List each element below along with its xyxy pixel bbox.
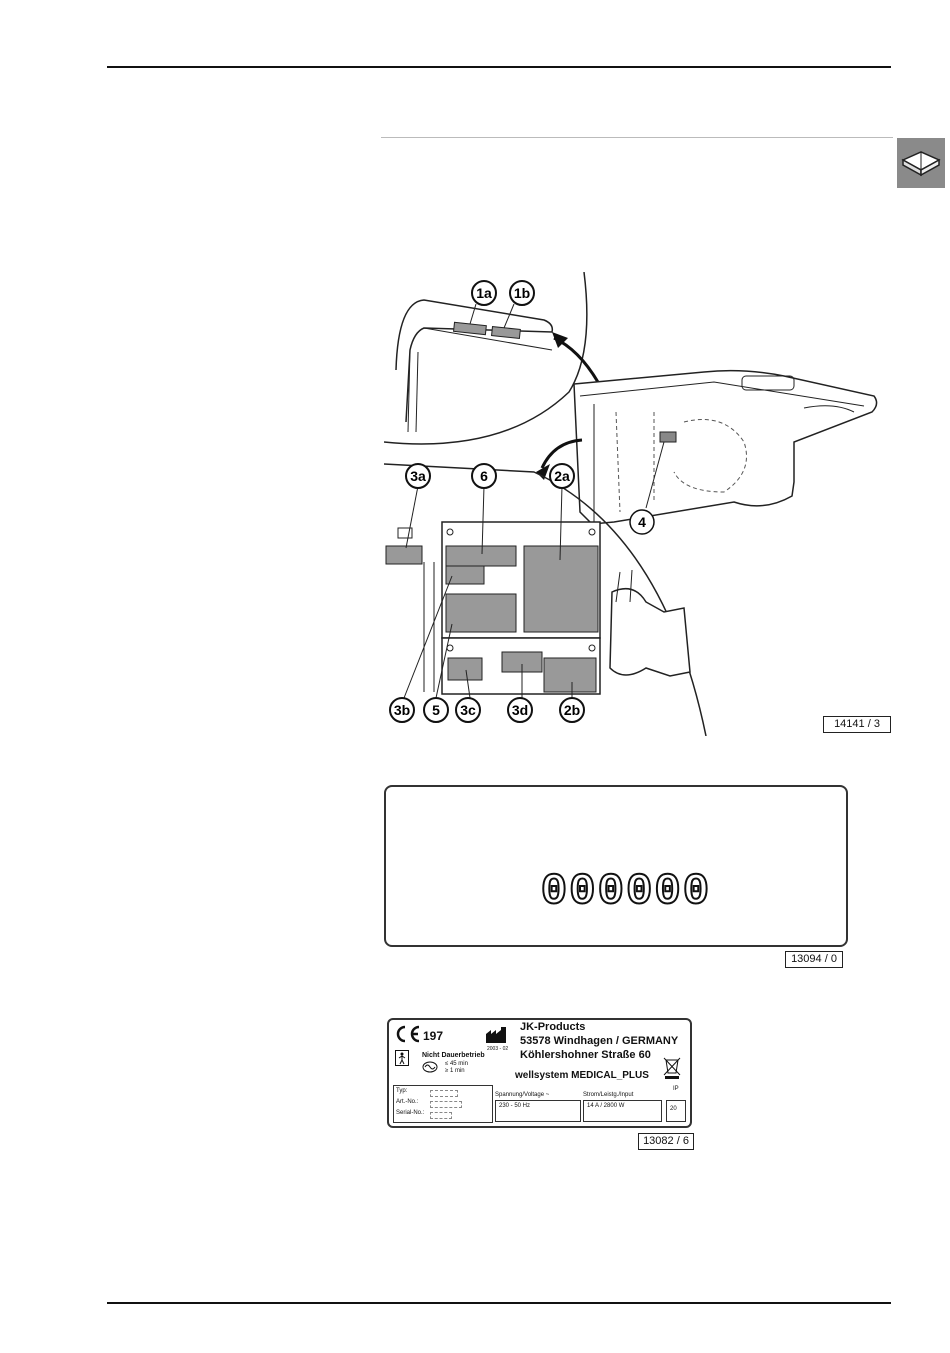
art-placeholder [430, 1101, 462, 1108]
callout-1b: 1b [508, 279, 536, 312]
svg-text:3c: 3c [460, 702, 476, 718]
callout-6: 6 [470, 462, 498, 495]
header-rule [107, 66, 891, 68]
typ-art-serial-box: Typ: Art.-No.: Serial-No.: [393, 1085, 493, 1123]
callout-3a: 3a [404, 462, 432, 495]
serial-placeholder [430, 1112, 452, 1119]
callout-1a: 1a [470, 279, 498, 312]
svg-text:3a: 3a [410, 468, 426, 484]
bodyfloat-type-icon [395, 1050, 409, 1066]
address-line1: 53578 Windhagen / GERMANY [520, 1035, 679, 1047]
device-illustration [383, 271, 878, 737]
ce-mark-icon [396, 1025, 420, 1043]
type-plate: 197 2003 - 02 JK-Products 53578 Windhage… [387, 1018, 692, 1128]
ip-box: 20 [666, 1100, 686, 1122]
figure-label-locations: 1a 1b 2a 3a 6 4 3b 5 3c 3d 2b [383, 271, 896, 737]
serial-digits: 000000 [540, 866, 712, 918]
intermittent-operation-icon [422, 1061, 438, 1073]
weee-bin-icon [663, 1057, 681, 1079]
current-label: Strom/Leistg./Input [583, 1092, 634, 1098]
manufacturer-icon [486, 1027, 506, 1043]
nicht-dauerbetrieb: Nicht Dauerbetrieb [422, 1052, 485, 1059]
svg-text:5: 5 [432, 702, 440, 718]
date-code: 2003 - 02 [487, 1046, 509, 1052]
duty-off-time: ≥ 1 min [445, 1068, 465, 1074]
ip-value: 20 [670, 1106, 677, 1112]
figure-ref-13082: 13082 / 6 [638, 1133, 694, 1150]
product-name: wellsystem MEDICAL_PLUS [515, 1070, 649, 1081]
voltage-label: Spannung/Voltage ~ [495, 1092, 550, 1098]
serial-no-label: Serial-No.: [396, 1110, 425, 1116]
duty-on-time: ≤ 45 min [445, 1061, 468, 1067]
callout-4: 4 [628, 508, 656, 541]
svg-text:4: 4 [638, 514, 646, 530]
address-line2: Köhlershohner Straße 60 [520, 1049, 651, 1061]
figure-ref-14141: 14141 / 3 [823, 716, 891, 733]
current-box: 14 A / 2800 W [583, 1100, 662, 1122]
callout-2b: 2b [558, 696, 586, 729]
ce-number: 197 [423, 1029, 443, 1043]
svg-text:1b: 1b [514, 285, 530, 301]
section-rule [381, 137, 893, 138]
footer-rule [107, 1302, 891, 1304]
art-no-label: Art.-No.: [396, 1099, 419, 1105]
callout-3c: 3c [454, 696, 482, 729]
svg-text:3d: 3d [512, 702, 528, 718]
svg-text:3b: 3b [394, 702, 410, 718]
voltage-value: 230 - 50 Hz [499, 1103, 531, 1109]
voltage-box: 230 - 50 Hz [495, 1100, 581, 1122]
svg-text:2b: 2b [564, 702, 580, 718]
callout-3b: 3b [388, 696, 416, 729]
callout-5: 5 [422, 696, 450, 729]
typ-placeholder [430, 1090, 458, 1097]
figure-ref-13094: 13094 / 0 [785, 951, 843, 968]
ce-number-text: 197 [423, 1029, 444, 1043]
svg-text:2a: 2a [554, 468, 570, 484]
serial-number-plate: 000000 [384, 785, 848, 947]
ip-label: IP [673, 1086, 679, 1092]
typ-label: Typ: [396, 1088, 408, 1094]
current-value: 14 A / 2800 W [587, 1103, 625, 1109]
callout-2a: 2a [548, 462, 576, 495]
chapter-tab[interactable] [897, 138, 945, 188]
svg-text:6: 6 [480, 468, 488, 484]
book-icon [901, 151, 941, 177]
manufacturer-name: JK-Products [520, 1021, 586, 1033]
callout-3d: 3d [506, 696, 534, 729]
svg-text:1a: 1a [476, 285, 492, 301]
